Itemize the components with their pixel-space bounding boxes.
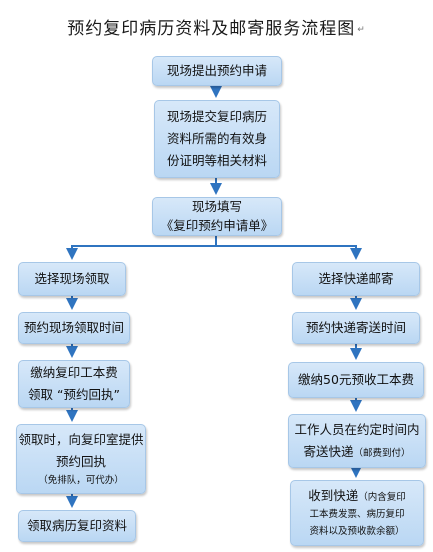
step-fill-form: 现场填写 《复印预约申请单》 [152, 197, 282, 236]
step-label: 选择快递邮寄 [318, 271, 394, 287]
step-label: 预约快递寄送时间 [305, 320, 406, 336]
step-line-main: 寄送快递 [303, 444, 354, 459]
step-line: 资料所需的有效身 [166, 131, 267, 147]
step-choose-courier: 选择快递邮寄 [292, 262, 420, 296]
step-label: 选择现场领取 [34, 271, 110, 287]
step-line-main: 收到快递 [308, 488, 359, 504]
step-onsite-request: 现场提出预约申请 [152, 56, 282, 86]
step-line: 收到快递（内含复印 [308, 485, 406, 507]
step-label: 领取病历复印资料 [26, 518, 127, 534]
step-note: 工本费发票、病历复印 [309, 509, 405, 521]
step-submit-documents: 现场提交复印病历 资料所需的有效身 份证明等相关材料 [154, 100, 280, 178]
step-choose-onsite-pickup: 选择现场领取 [18, 262, 126, 296]
step-label: 预约现场领取时间 [23, 320, 124, 336]
step-line: 工作人员在约定时间内 [294, 422, 420, 438]
step-label: 缴纳50元预收工本费 [298, 372, 414, 388]
step-line: 份证明等相关材料 [166, 152, 267, 168]
step-label: 现场提出预约申请 [166, 63, 267, 79]
step-pay-copy-fee: 缴纳复印工本费 领取 “预约回执” [18, 360, 130, 408]
step-pay-deposit: 缴纳50元预收工本费 [288, 362, 424, 398]
branch-connector [66, 236, 217, 260]
step-line: 缴纳复印工本费 [30, 365, 118, 381]
step-line: 《复印预约申请单》 [160, 217, 274, 233]
step-line: 领取 “预约回执” [28, 387, 120, 402]
step-line: 领取时，向复印室提供 [18, 431, 144, 447]
step-note: （内含复印 [358, 492, 406, 504]
step-line: 现场填写 [191, 199, 242, 215]
step-line: 寄送快递（邮费到付） [303, 441, 410, 463]
step-note: 资料以及预收款余额） [309, 525, 405, 537]
step-line: 现场提交复印病历 [166, 109, 267, 125]
step-book-pickup-time: 预约现场领取时间 [18, 312, 130, 344]
step-book-courier-time: 预约快递寄送时间 [292, 312, 420, 344]
step-staff-ship: 工作人员在约定时间内 寄送快递（邮费到付） [288, 414, 426, 468]
step-line: 预约回执 [55, 453, 106, 469]
title-text: 预约复印病历资料及邮寄服务流程图 [67, 19, 356, 39]
step-receive-package: 收到快递（内含复印 工本费发票、病历复印 资料以及预收款余额） [290, 480, 424, 546]
return-mark: ↵ [357, 25, 366, 35]
step-note: （邮费到付） [353, 448, 411, 459]
branch-connector-right [216, 245, 362, 260]
step-note: （免排队，可代办） [38, 474, 124, 486]
diagram-title: 预约复印病历资料及邮寄服务流程图↵ [0, 14, 433, 39]
step-collect-copies: 领取病历复印资料 [18, 510, 136, 542]
step-present-receipt: 领取时，向复印室提供 预约回执 （免排队，可代办） [16, 424, 146, 494]
